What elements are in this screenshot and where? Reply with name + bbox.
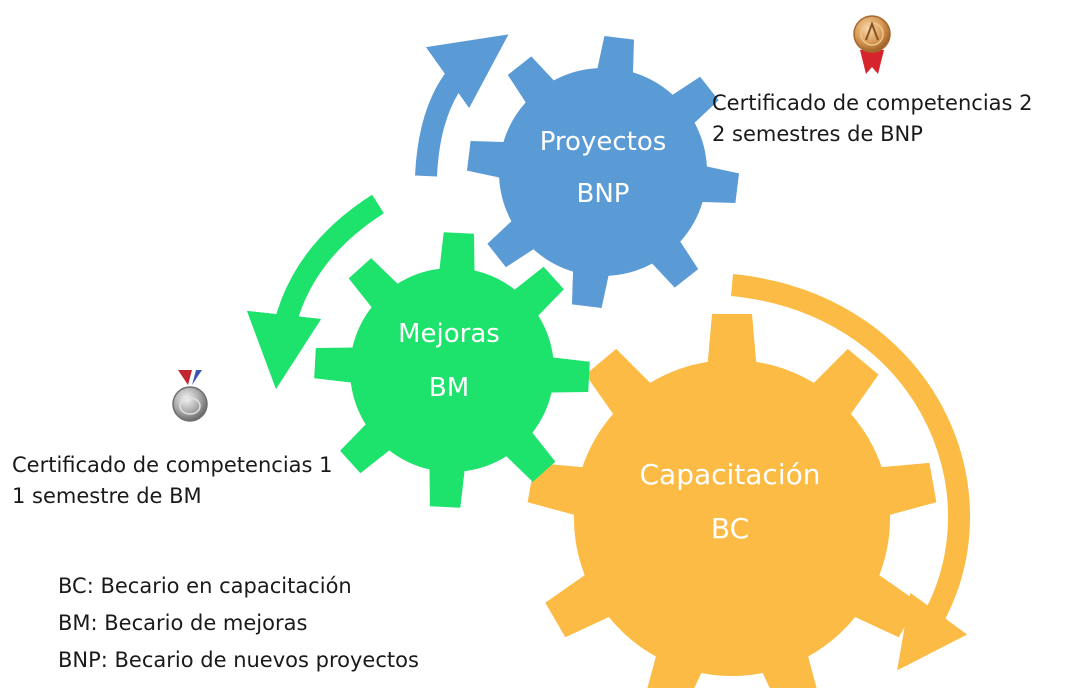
certificate-1-title: Certificado de competencias 1 <box>12 453 333 477</box>
silver-medal-icon <box>172 370 208 422</box>
certificate-2-note: Certificado de competencias 2 2 semestre… <box>712 88 1033 150</box>
gear-bm-label-line1: Mejoras <box>398 319 500 349</box>
certificate-2-requirement: 2 semestres de BNP <box>712 122 923 146</box>
gear-bm <box>314 232 590 508</box>
gear-bm-label-line2: BM <box>429 373 469 403</box>
gear-bnp-label-line2: BNP <box>577 179 630 209</box>
certificate-2-title: Certificado de competencias 2 <box>712 91 1033 115</box>
gear-bnp <box>467 36 739 308</box>
legend-item-bm: BM: Becario de mejoras <box>58 611 308 635</box>
cycle-arrow-blue <box>415 34 509 177</box>
certificate-1-requirement: 1 semestre de BM <box>12 484 202 508</box>
gear-bnp-label-line1: Proyectos <box>540 127 667 157</box>
gear-bc <box>527 314 937 688</box>
gear-bc-label-line2: BC <box>711 512 749 545</box>
gold-medal-icon <box>853 15 891 74</box>
legend-item-bc: BC: Becario en capacitación <box>58 574 352 598</box>
certificate-1-note: Certificado de competencias 1 1 semestre… <box>12 450 333 512</box>
cycle-arrow-orange <box>730 274 971 671</box>
gear-bc-label-line1: Capacitación <box>639 458 820 491</box>
cycle-arrow-green <box>246 194 384 390</box>
legend-item-bnp: BNP: Becario de nuevos proyectos <box>58 648 419 672</box>
abbreviation-legend: BC: Becario en capacitación BM: Becario … <box>58 568 419 679</box>
